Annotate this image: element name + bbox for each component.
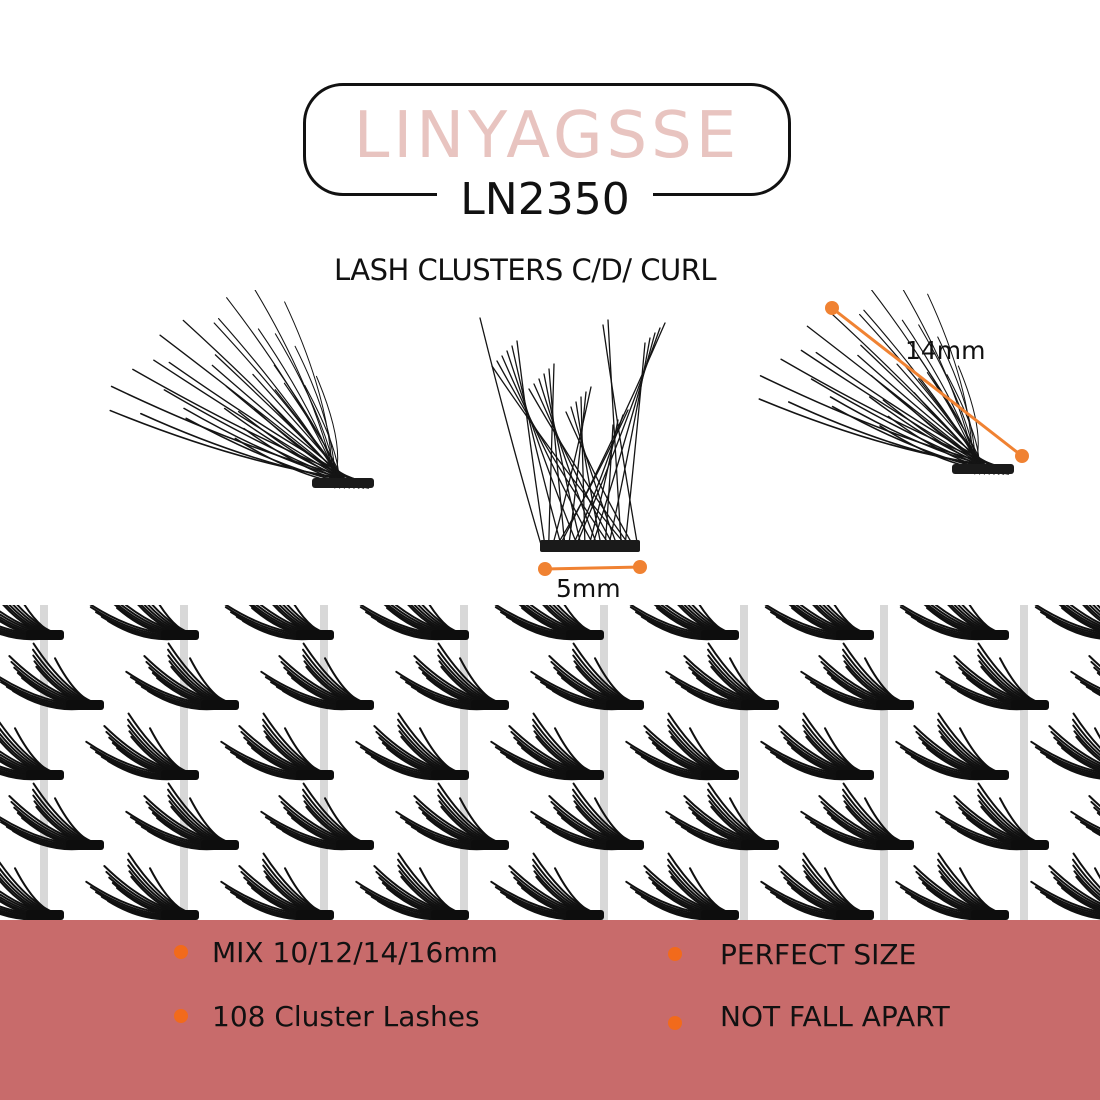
product-subtitle: LASH CLUSTERS C/D/ CURL (333, 253, 717, 287)
feature-text: 108 Cluster Lashes (212, 999, 480, 1033)
lash-cluster-side-view-right (758, 290, 1014, 475)
feature-item-cluster-count: 108 Cluster Lashes (174, 996, 480, 1036)
feature-text: NOT FALL APART (720, 999, 950, 1033)
length-dimension-label: 14mm (905, 336, 986, 365)
lash-cluster-front-view (479, 317, 666, 552)
feature-item-not-fall-apart: NOT FALL APART (668, 996, 950, 1036)
lash-cluster-side-view-left (109, 290, 374, 489)
width-dimension-label: 5mm (556, 574, 621, 603)
brand-name: LINYAGSSE (353, 99, 741, 173)
feature-text: MIX 10/12/14/16mm (212, 935, 498, 969)
bullet-dot-icon (668, 947, 682, 961)
model-code: LN2350 (437, 172, 653, 228)
feature-text: PERFECT SIZE (720, 937, 917, 971)
bullet-dot-icon (174, 945, 188, 959)
bullet-dot-icon (174, 1009, 188, 1023)
feature-item-perfect-size: PERFECT SIZE (668, 934, 916, 974)
length-measurement-marker (825, 301, 1029, 463)
width-measurement-marker (538, 560, 647, 576)
lash-cluster-illustrations (109, 290, 1029, 576)
features-panel: MIX 10/12/14/16mm 108 Cluster Lashes PER… (0, 920, 1100, 1100)
lash-tray-photo (0, 605, 1100, 921)
bullet-dot-icon (668, 1016, 682, 1030)
feature-item-length-mix: MIX 10/12/14/16mm (174, 932, 498, 972)
